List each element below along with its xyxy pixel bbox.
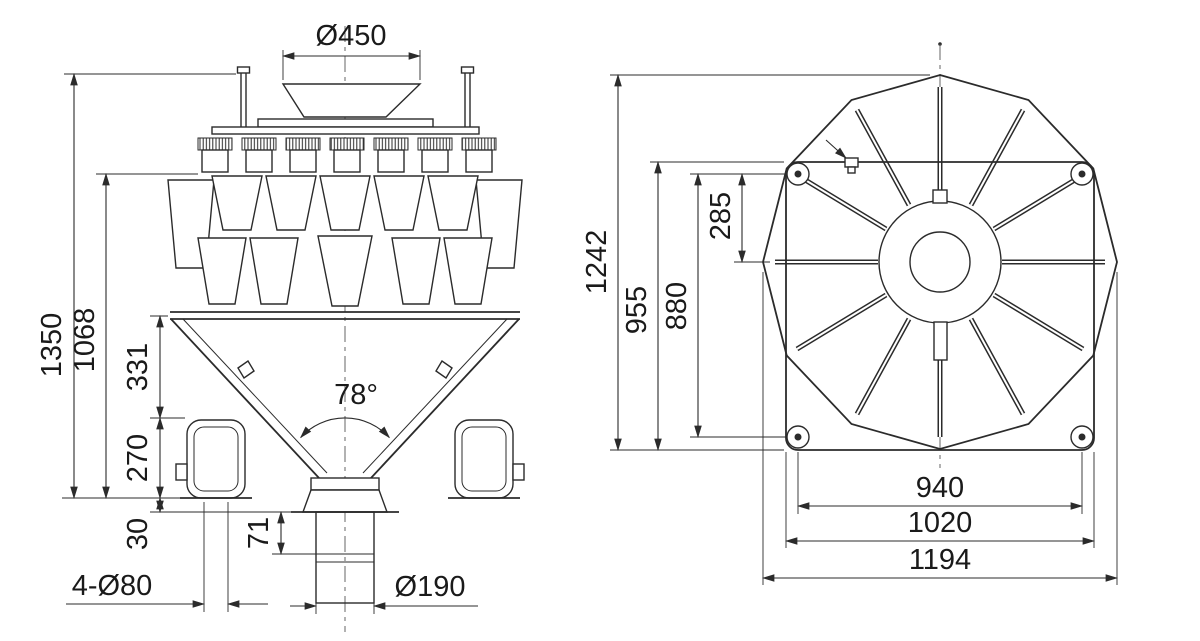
dim-overall-depth: 1242 (581, 230, 613, 295)
radial-spokes (775, 87, 1105, 437)
post-right (464, 71, 471, 129)
hub-inner-circle (909, 231, 971, 293)
top-plate-upper (257, 118, 434, 128)
leg-left-tab (175, 463, 188, 481)
outlet-skirt (302, 489, 388, 513)
cone-clamp-left (237, 359, 255, 380)
center-chute (317, 235, 373, 307)
dim-body-height: 1068 (69, 308, 101, 373)
leg-right-tab (512, 463, 525, 481)
dim-frame-depth: 955 (621, 286, 653, 334)
top-plate-main (211, 126, 480, 135)
cone-clamp-right (435, 359, 453, 380)
dim-hub-offset: 285 (705, 192, 737, 240)
cone-wall-left (170, 318, 320, 479)
leg-left-inner (193, 426, 239, 492)
cone-inner-left (182, 318, 328, 474)
front-dimensions: Ø450 1350 1068 331 270 30 78° (36, 20, 478, 614)
dim-overall-width: 1194 (909, 544, 971, 576)
outlet-flange (310, 477, 380, 491)
front-machine-body (167, 66, 525, 604)
dim-hole-pitch-width: 940 (916, 472, 964, 504)
top-dimensions: 1242 955 880 285 940 1020 (581, 73, 1119, 585)
mounting-frame (785, 161, 1095, 451)
weigh-hopper-row (211, 175, 479, 231)
dim-leg-height: 270 (122, 434, 154, 482)
front-view: Ø450 1350 1068 331 270 30 78° (36, 20, 525, 632)
hub-key-bottom (933, 321, 948, 361)
cone-wall-right (370, 318, 520, 479)
corner-holes (786, 162, 1094, 449)
feeder-row (197, 137, 497, 173)
post-left-cap (236, 66, 251, 74)
outlet-tube (315, 511, 375, 604)
hub-key-top (932, 189, 948, 204)
booster-hopper-row (197, 235, 493, 307)
post-left (240, 71, 247, 129)
clamp-detail (825, 139, 859, 174)
dim-cone-height: 331 (122, 343, 154, 391)
dim-hole-pitch-depth: 880 (661, 282, 693, 330)
dim-outlet-diameter: Ø190 (395, 571, 466, 603)
dim-foot-holes: 4-Ø80 (72, 570, 153, 602)
dim-cone-angle: 78° (334, 379, 378, 411)
dim-frame-width: 1020 (908, 507, 973, 539)
inlet-funnel (281, 83, 422, 118)
dim-total-height: 1350 (36, 313, 68, 378)
top-view: 1242 955 880 285 940 1020 (581, 42, 1119, 585)
post-right-cap (460, 66, 475, 74)
dim-inlet-diameter: Ø450 (316, 20, 387, 52)
dim-spout-height: 71 (243, 517, 275, 549)
dim-base-clearance: 30 (122, 518, 154, 550)
leg-right-inner (461, 426, 507, 492)
cone-inner-right (362, 318, 508, 474)
hub-outer-circle (878, 200, 1002, 324)
